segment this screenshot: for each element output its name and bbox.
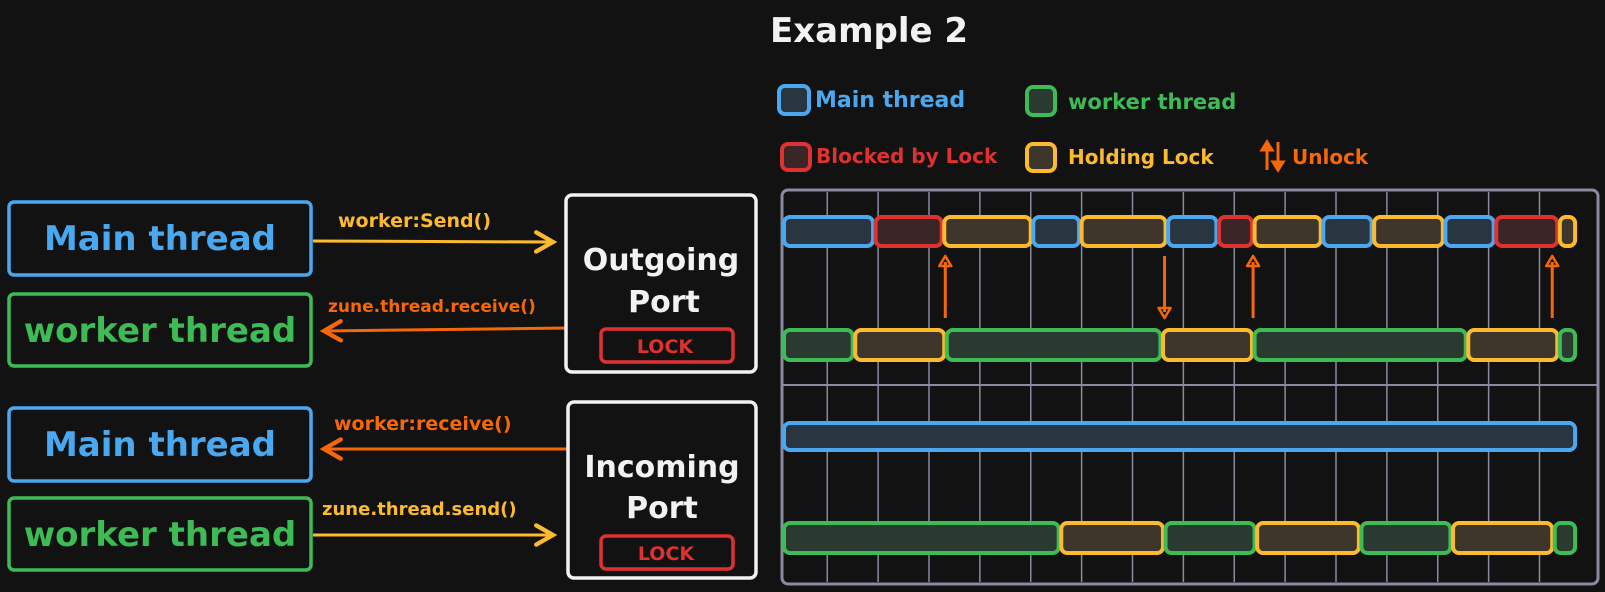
incoming-worker-thread-box: [7, 496, 313, 572]
unlock-arrow-down-icon: [1157, 256, 1172, 320]
legend-label-blocked: Blocked by Lock: [816, 144, 998, 168]
outgoing-lock-badge: [599, 327, 735, 364]
incoming-lock-label: LOCK: [638, 543, 696, 565]
outgoing-send-call-label: worker:Send(): [338, 210, 491, 232]
segment-worker: [1163, 521, 1257, 555]
legend-label-unlock: Unlock: [1292, 145, 1369, 169]
lane-incoming-main: [782, 421, 1578, 452]
segment-holding: [1079, 215, 1168, 248]
segment-holding: [1451, 521, 1555, 555]
segment-holding: [942, 215, 1033, 248]
segment-main: [782, 421, 1578, 452]
unlock-arrow-up-icon: [1245, 254, 1261, 318]
legend-swatch-worker: [1025, 85, 1057, 117]
legend-label-holding: Holding Lock: [1068, 145, 1214, 169]
segment-blocked: [1494, 215, 1560, 248]
incoming-main-thread-box: [7, 406, 313, 483]
legend-item-holding: Holding Lock: [1025, 142, 1214, 173]
legend-item-worker-thread: worker thread: [1025, 85, 1236, 117]
segment-worker: [782, 521, 1061, 555]
incoming-lock-badge: [599, 534, 735, 571]
outgoing-port-section: Main thread worker thread worker:Send() …: [7, 193, 758, 374]
segment-worker: [782, 328, 855, 362]
segment-holding: [1059, 521, 1166, 555]
outgoing-worker-thread-box: [7, 292, 313, 368]
segment-main: [1031, 215, 1082, 248]
segment-holding: [1557, 215, 1578, 248]
incoming-port-title-line1: Incoming: [584, 450, 739, 485]
segment-main: [1443, 215, 1496, 248]
segment-holding: [1161, 328, 1255, 362]
segment-holding: [1255, 521, 1361, 555]
outgoing-send-arrow: [312, 230, 558, 254]
segment-main: [1321, 215, 1374, 248]
incoming-port-box: [566, 400, 758, 580]
segment-blocked: [1216, 215, 1255, 248]
segment-worker: [1557, 328, 1578, 362]
timeline-lanes: [782, 215, 1578, 555]
outgoing-receive-arrow: [319, 319, 567, 343]
timeline-grid: [826, 192, 1541, 582]
segment-blocked: [873, 215, 944, 248]
segment-main: [782, 215, 876, 248]
legend-item-unlock: Unlock: [1259, 139, 1369, 173]
outgoing-port-title-line1: Outgoing: [583, 243, 739, 278]
legend-item-main-thread: Main thread: [777, 84, 965, 116]
segment-worker: [1252, 328, 1468, 362]
lane-incoming-worker: [782, 521, 1578, 555]
segment-worker: [1552, 521, 1578, 555]
legend-label-worker: worker thread: [1068, 90, 1236, 114]
legend-swatch-holding: [1025, 142, 1057, 173]
unlock-arrow-up-icon: [1544, 254, 1560, 318]
incoming-send-call-label: zune.thread.send(): [322, 499, 517, 520]
segment-worker: [944, 328, 1163, 362]
incoming-port-section: Main thread worker thread worker:receive…: [7, 400, 758, 580]
lane-outgoing-main: [782, 215, 1578, 248]
segment-holding: [853, 328, 947, 362]
incoming-worker-thread-label: worker thread: [24, 515, 296, 555]
outgoing-port-title-line2: Port: [628, 285, 700, 320]
legend: Main thread worker thread Blocked by Loc…: [777, 84, 1369, 173]
segment-holding: [1372, 215, 1445, 248]
timeline-chart: [780, 188, 1600, 586]
segment-main: [1166, 215, 1219, 248]
timeline-frame: [780, 188, 1600, 586]
diagram-title: Example 2: [770, 11, 968, 51]
segment-worker: [1359, 521, 1453, 555]
unlock-arrow-up-icon: [938, 254, 953, 318]
legend-swatch-blocked: [780, 142, 812, 172]
outgoing-lock-label: LOCK: [637, 336, 695, 358]
incoming-port-title-line2: Port: [626, 491, 698, 526]
legend-item-blocked: Blocked by Lock: [780, 142, 998, 172]
outgoing-receive-call-label: zune.thread.receive(): [328, 297, 536, 317]
unlock-arrows-icon: [1259, 139, 1286, 173]
legend-label-main: Main thread: [815, 88, 965, 113]
outgoing-worker-thread-label: worker thread: [24, 311, 296, 351]
lane-outgoing-worker: [782, 328, 1578, 362]
outgoing-main-thread-label: Main thread: [44, 219, 276, 259]
segment-holding: [1466, 328, 1560, 362]
legend-swatch-main: [777, 84, 811, 116]
incoming-receive-call-label: worker:receive(): [334, 413, 512, 435]
unlock-arrows: [938, 254, 1560, 320]
segment-holding: [1252, 215, 1323, 248]
outgoing-main-thread-box: [7, 200, 313, 277]
incoming-main-thread-label: Main thread: [44, 425, 276, 465]
